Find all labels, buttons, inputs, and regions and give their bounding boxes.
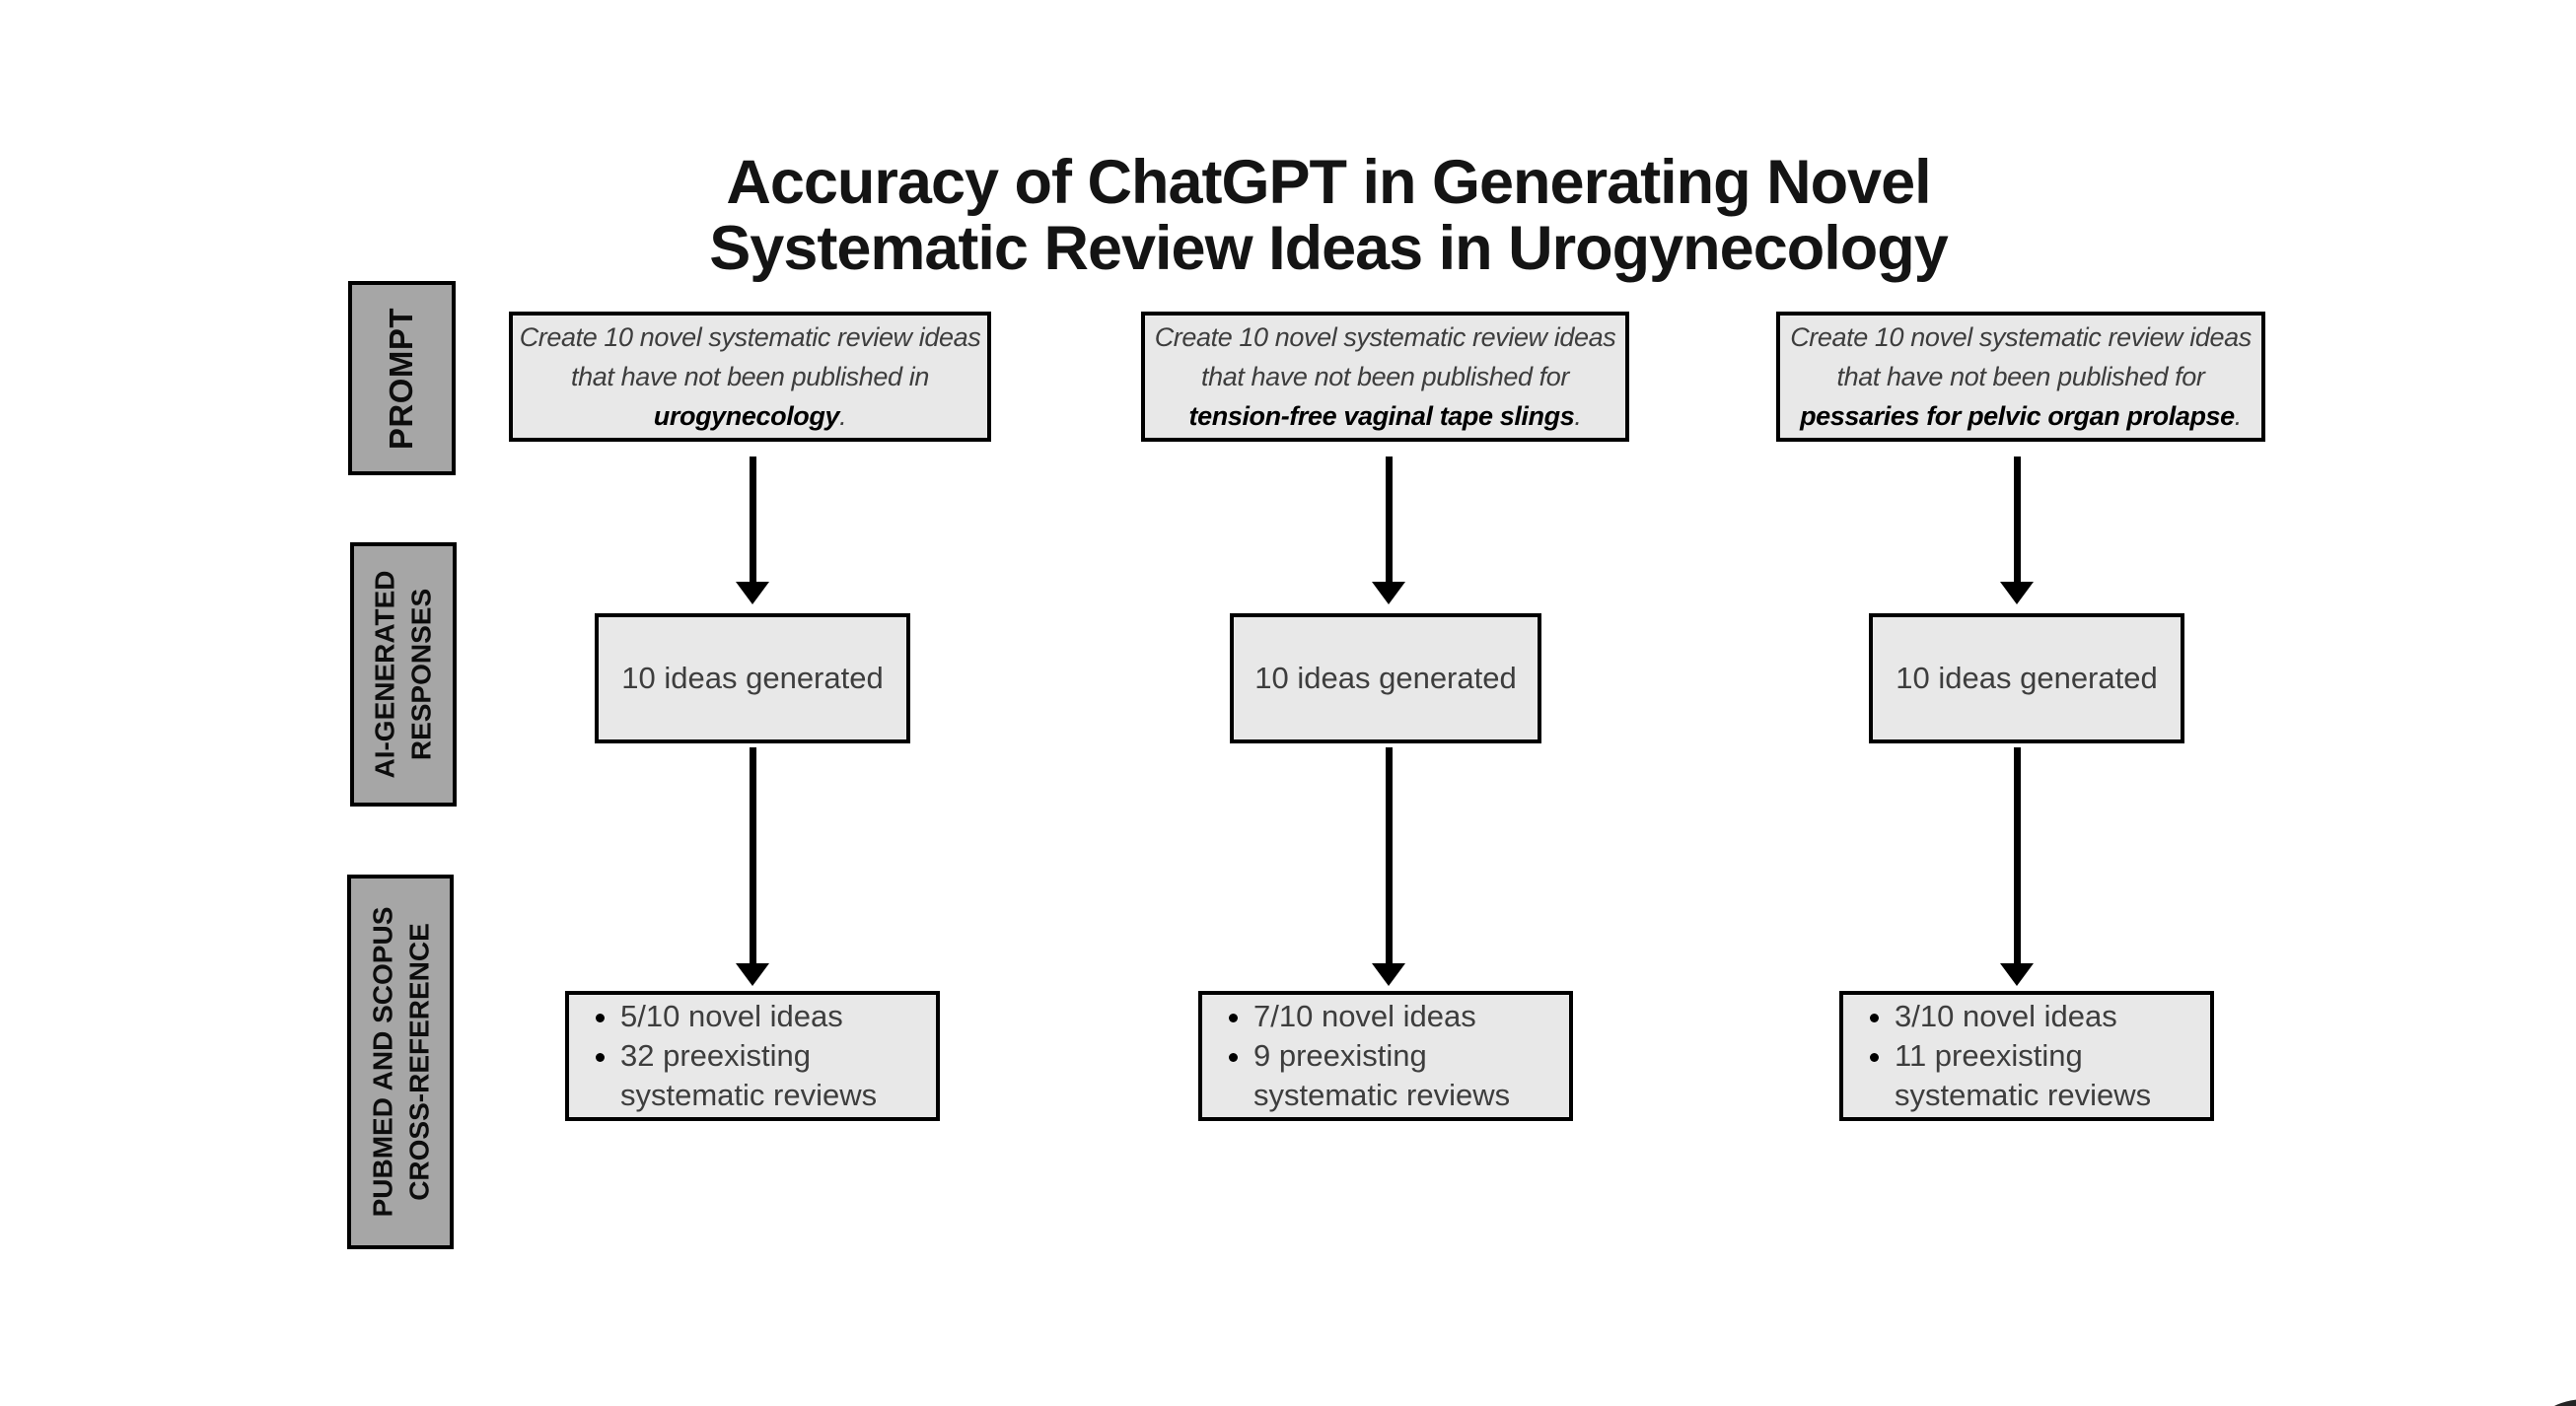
arrow-shaft bbox=[2013, 747, 2021, 963]
prompt-box-urogynecology: Create 10 novel systematic review ideas t… bbox=[509, 312, 991, 442]
response-box-1: 10 ideas generated bbox=[595, 613, 910, 743]
prompt-line1: Create 10 novel systematic review ideas bbox=[1790, 322, 2252, 352]
arrow-response-to-results-2 bbox=[1372, 747, 1405, 986]
row-label-line: RESPONSES bbox=[406, 588, 438, 761]
arrow-response-to-results-3 bbox=[2000, 747, 2034, 986]
findings-list: 3/10 novel ideas 11 preexisting systemat… bbox=[1843, 997, 2210, 1115]
prompt-line2: that have not been published for bbox=[1836, 362, 2205, 391]
response-text: 10 ideas generated bbox=[621, 661, 884, 695]
prompt-box-pessaries: Create 10 novel systematic review ideas t… bbox=[1776, 312, 2265, 442]
results-box-1: 5/10 novel ideas 32 preexisting systemat… bbox=[565, 991, 940, 1121]
row-label-line: CROSS-REFERENCE bbox=[403, 923, 434, 1201]
prompt-text: Create 10 novel systematic review ideas t… bbox=[513, 317, 987, 436]
results-box-2: 7/10 novel ideas 9 preexisting systemati… bbox=[1198, 991, 1573, 1121]
arrow-head-icon bbox=[1372, 963, 1405, 986]
row-label-prompt: PROMPT bbox=[348, 281, 456, 475]
arrow-head-icon bbox=[2000, 582, 2034, 604]
findings-list: 5/10 novel ideas 32 preexisting systemat… bbox=[569, 997, 936, 1115]
prompt-emphasis: urogynecology bbox=[653, 401, 840, 431]
prompt-emphasis: tension-free vaginal tape slings bbox=[1188, 401, 1575, 431]
figure-title-line2: Systematic Review Ideas in Urogynecology bbox=[709, 214, 1948, 284]
row-label-line: PUBMED AND SCOPUS bbox=[367, 906, 397, 1218]
arrow-head-icon bbox=[2000, 963, 2034, 986]
prompt-line2: that have not been published for bbox=[1201, 362, 1569, 391]
prompt-text: Create 10 novel systematic review ideas t… bbox=[1780, 317, 2261, 436]
response-box-3: 10 ideas generated bbox=[1869, 613, 2184, 743]
finding-item: 7/10 novel ideas bbox=[1253, 997, 1563, 1036]
response-text: 10 ideas generated bbox=[1254, 661, 1517, 695]
prompt-box-tvt-slings: Create 10 novel systematic review ideas t… bbox=[1141, 312, 1629, 442]
findings-list: 7/10 novel ideas 9 preexisting systemati… bbox=[1202, 997, 1569, 1115]
arrow-shaft bbox=[749, 747, 756, 963]
arrow-shaft bbox=[749, 457, 756, 582]
prompt-line1: Create 10 novel systematic review ideas bbox=[1154, 322, 1616, 352]
finding-item: 11 preexisting systematic reviews bbox=[1895, 1036, 2204, 1115]
arrow-prompt-to-response-3 bbox=[2000, 457, 2034, 604]
prompt-suffix: . bbox=[839, 401, 847, 431]
arrow-response-to-results-1 bbox=[736, 747, 769, 986]
arrow-shaft bbox=[2013, 457, 2021, 582]
arrow-prompt-to-response-2 bbox=[1372, 457, 1405, 604]
arrow-shaft bbox=[1385, 457, 1393, 582]
arrow-head-icon bbox=[736, 582, 769, 604]
results-box-3: 3/10 novel ideas 11 preexisting systemat… bbox=[1839, 991, 2214, 1121]
prompt-suffix: . bbox=[1574, 401, 1582, 431]
arrow-prompt-to-response-1 bbox=[736, 457, 769, 604]
finding-item: 5/10 novel ideas bbox=[620, 997, 930, 1036]
prompt-text: Create 10 novel systematic review ideas t… bbox=[1145, 317, 1625, 436]
row-label-prompt-text: PROMPT bbox=[383, 307, 420, 450]
response-text: 10 ideas generated bbox=[1896, 661, 2158, 695]
figure-title-line1: Accuracy of ChatGPT in Generating Novel bbox=[726, 148, 1931, 218]
arrow-head-icon bbox=[1372, 582, 1405, 604]
finding-item: 32 preexisting systematic reviews bbox=[620, 1036, 930, 1115]
cutoff-circle-decoration bbox=[2535, 1399, 2576, 1406]
finding-item: 9 preexisting systematic reviews bbox=[1253, 1036, 1563, 1115]
arrow-head-icon bbox=[736, 963, 769, 986]
row-label-line: AI-GENERATED bbox=[370, 570, 401, 779]
response-box-2: 10 ideas generated bbox=[1230, 613, 1541, 743]
prompt-suffix: . bbox=[2234, 401, 2243, 431]
finding-item: 3/10 novel ideas bbox=[1895, 997, 2204, 1036]
prompt-line2: that have not been published in bbox=[571, 362, 929, 391]
arrow-shaft bbox=[1385, 747, 1393, 963]
prompt-emphasis: pessaries for pelvic organ prolapse bbox=[1800, 401, 2235, 431]
prompt-line1: Create 10 novel systematic review ideas bbox=[519, 322, 981, 352]
